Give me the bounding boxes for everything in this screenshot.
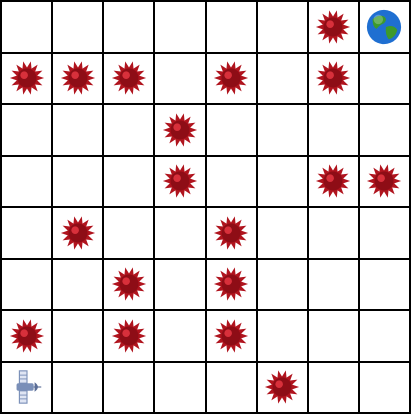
grid-cell[interactable]: [360, 363, 411, 414]
grid-cell[interactable]: [207, 105, 258, 157]
grid-cell[interactable]: [258, 260, 309, 312]
space-mine-icon: [8, 317, 46, 355]
grid-cell[interactable]: [155, 54, 206, 106]
space-mine-icon: [314, 8, 352, 46]
grid-cell[interactable]: [104, 54, 155, 106]
grid-cell[interactable]: [360, 208, 411, 260]
grid-cell[interactable]: [155, 208, 206, 260]
grid-cell[interactable]: [53, 2, 104, 54]
grid-cell[interactable]: [207, 54, 258, 106]
grid-cell[interactable]: [2, 208, 53, 260]
grid-cell[interactable]: [309, 260, 360, 312]
grid-cell[interactable]: [207, 2, 258, 54]
space-mine-icon: [161, 162, 199, 200]
space-mine-icon: [314, 162, 352, 200]
space-mine-icon: [110, 265, 148, 303]
grid-cell[interactable]: [2, 363, 53, 414]
grid-cell[interactable]: [207, 157, 258, 209]
earth-globe-icon: [365, 8, 403, 46]
grid-cell[interactable]: [309, 363, 360, 414]
satellite-icon: [8, 368, 46, 406]
grid-cell[interactable]: [258, 311, 309, 363]
grid-cell[interactable]: [207, 311, 258, 363]
grid-cell[interactable]: [53, 260, 104, 312]
grid-cell[interactable]: [309, 105, 360, 157]
grid-cell[interactable]: [258, 54, 309, 106]
grid-cell[interactable]: [258, 2, 309, 54]
space-mine-icon: [314, 59, 352, 97]
space-mine-icon: [212, 59, 250, 97]
grid-cell[interactable]: [53, 54, 104, 106]
grid-cell[interactable]: [309, 157, 360, 209]
grid-cell[interactable]: [360, 260, 411, 312]
grid-cell[interactable]: [2, 311, 53, 363]
grid-cell[interactable]: [207, 208, 258, 260]
grid-cell[interactable]: [104, 311, 155, 363]
space-mine-icon: [110, 59, 148, 97]
grid-cell[interactable]: [53, 311, 104, 363]
grid-cell[interactable]: [155, 260, 206, 312]
grid-cell[interactable]: [309, 2, 360, 54]
space-mine-icon: [263, 368, 301, 406]
space-mine-icon: [212, 265, 250, 303]
grid-cell[interactable]: [104, 157, 155, 209]
grid-cell[interactable]: [258, 208, 309, 260]
grid-cell[interactable]: [309, 54, 360, 106]
grid-cell[interactable]: [2, 2, 53, 54]
grid-cell[interactable]: [104, 2, 155, 54]
grid-cell[interactable]: [53, 157, 104, 209]
grid-cell[interactable]: [258, 157, 309, 209]
grid-cell[interactable]: [53, 105, 104, 157]
grid-cell[interactable]: [104, 260, 155, 312]
grid-cell[interactable]: [207, 363, 258, 414]
grid-cell[interactable]: [360, 2, 411, 54]
grid-cell[interactable]: [53, 363, 104, 414]
space-mine-icon: [212, 214, 250, 252]
grid-cell[interactable]: [2, 260, 53, 312]
space-mine-icon: [59, 59, 97, 97]
space-mine-icon: [161, 111, 199, 149]
space-mine-icon: [365, 162, 403, 200]
grid-cell[interactable]: [2, 105, 53, 157]
grid-cell[interactable]: [360, 157, 411, 209]
grid-cell[interactable]: [2, 157, 53, 209]
grid-cell[interactable]: [258, 363, 309, 414]
space-mine-icon: [110, 317, 148, 355]
grid-cell[interactable]: [258, 105, 309, 157]
grid-cell[interactable]: [155, 157, 206, 209]
grid-cell[interactable]: [104, 105, 155, 157]
grid-cell[interactable]: [53, 208, 104, 260]
space-mine-icon: [59, 214, 97, 252]
grid-cell[interactable]: [309, 311, 360, 363]
grid-cell[interactable]: [309, 208, 360, 260]
grid-cell[interactable]: [155, 2, 206, 54]
grid-cell[interactable]: [360, 311, 411, 363]
grid-cell[interactable]: [155, 311, 206, 363]
grid-cell[interactable]: [155, 363, 206, 414]
grid-cell[interactable]: [360, 105, 411, 157]
space-mine-icon: [8, 59, 46, 97]
grid-cell[interactable]: [104, 208, 155, 260]
space-mine-icon: [212, 317, 250, 355]
grid-cell[interactable]: [207, 260, 258, 312]
grid-cell[interactable]: [360, 54, 411, 106]
grid-cell[interactable]: [2, 54, 53, 106]
grid-cell[interactable]: [155, 105, 206, 157]
grid-cell[interactable]: [104, 363, 155, 414]
